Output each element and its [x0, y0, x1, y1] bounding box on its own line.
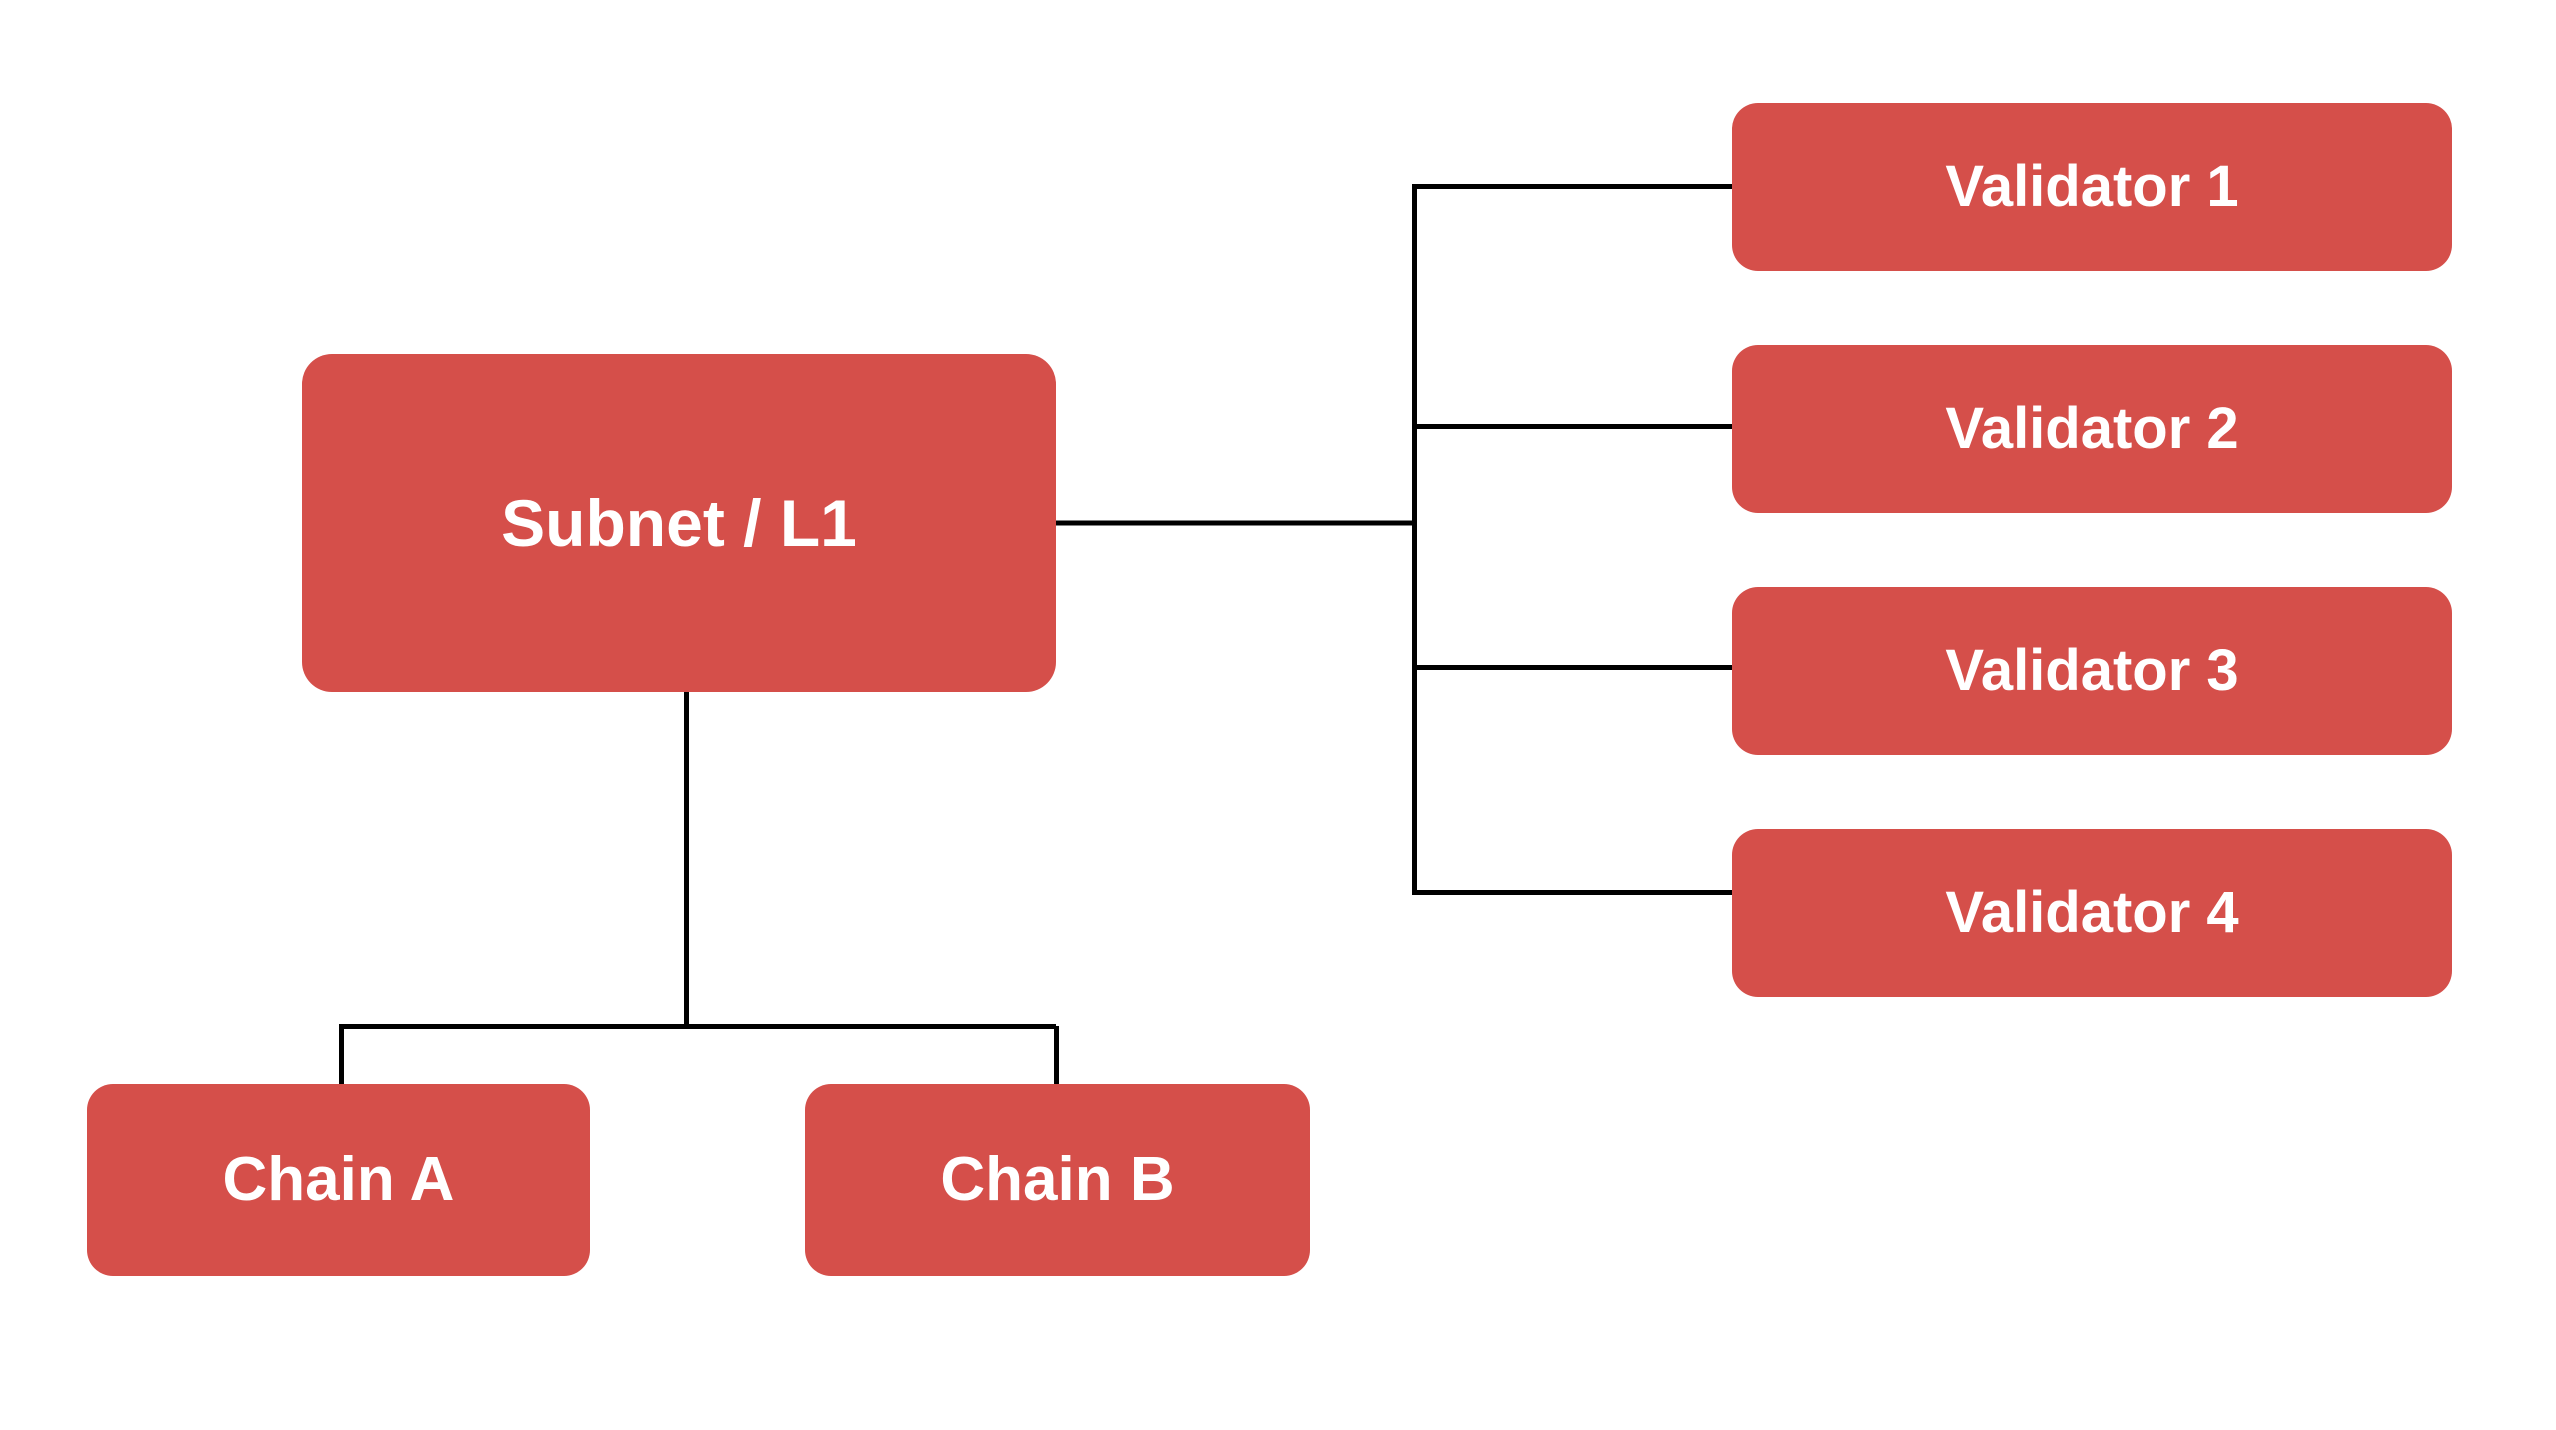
node-validator-4[interactable]: Validator 4	[1732, 829, 2452, 997]
node-chain-a[interactable]: Chain A	[87, 1084, 590, 1276]
node-chain-b[interactable]: Chain B	[805, 1084, 1310, 1276]
node-subnet-l1-label: Subnet / L1	[501, 485, 857, 560]
node-chain-b-label: Chain B	[940, 1144, 1175, 1214]
node-validator-3[interactable]: Validator 3	[1732, 587, 2452, 755]
node-validator-2-label: Validator 2	[1945, 396, 2239, 462]
node-validator-2[interactable]: Validator 2	[1732, 345, 2452, 513]
node-validator-4-label: Validator 4	[1945, 880, 2239, 946]
node-subnet-l1[interactable]: Subnet / L1	[302, 354, 1056, 692]
node-validator-3-label: Validator 3	[1945, 638, 2239, 704]
node-validator-1[interactable]: Validator 1	[1732, 103, 2452, 271]
node-chain-a-label: Chain A	[222, 1144, 455, 1214]
node-validator-1-label: Validator 1	[1945, 154, 2239, 220]
